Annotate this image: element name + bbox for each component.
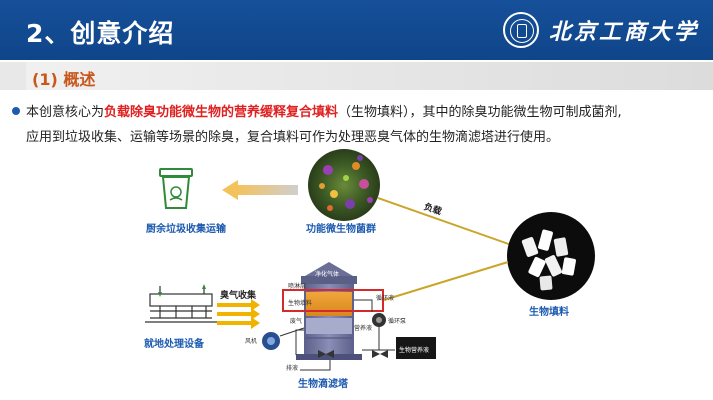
filler-label: 生物填料 (529, 307, 569, 318)
section-accent (0, 62, 26, 90)
transfer-arrow (222, 180, 298, 200)
bio-filler-image (507, 212, 595, 300)
recycle-label: 循环液 (376, 295, 395, 302)
overview-line-1: 本创意核心为负载除臭功能微生物的营养缓释复合填料（生物填料），其中的除臭功能微生… (12, 100, 707, 125)
slide-title: 2、创意介绍 (26, 19, 175, 48)
section-bar: (1) 概述 (0, 62, 713, 90)
fan-label: 风机 (245, 338, 258, 345)
onsite-device-icon (145, 286, 217, 323)
odor-arrows (217, 299, 260, 329)
filler-link-line (383, 261, 509, 301)
university-logo: 北京工商大学 (502, 9, 699, 51)
fan-icon (262, 327, 305, 350)
overview-paragraph: 本创意核心为负载除臭功能微生物的营养缓释复合填料（生物填料），其中的除臭功能微生… (12, 100, 707, 150)
drain-label: 排液 (286, 365, 299, 372)
biotrickling-tower-image (296, 262, 362, 360)
valve-icons (318, 350, 388, 358)
tower-top-text: 净化气体 (315, 271, 340, 278)
tower-intake-label: 废气 (290, 318, 303, 325)
tower-spray-label: 喷淋层 (288, 283, 307, 290)
body-highlight: 负载除臭功能微生物的营养缓释复合填料 (104, 105, 339, 120)
body-line-2: 应用到垃圾收集、运输等场景的除臭，复合填料可作为处理恶臭气体的生物滴滤塔进行使用… (26, 130, 560, 145)
body-suffix: （生物填料），其中的除臭功能微生物可制成菌剂, (338, 105, 622, 120)
slide-header: 2、创意介绍 北京工商大学 (0, 0, 713, 60)
tank-label: 营养液 (354, 325, 373, 332)
packing-highlight-box (282, 289, 384, 312)
bullet-icon (12, 107, 20, 115)
trash-label: 厨余垃圾收集运输 (146, 224, 226, 235)
tower-label: 生物滴滤塔 (298, 379, 348, 390)
body-prefix: 本创意核心为 (26, 105, 105, 120)
microbe-label: 功能微生物菌群 (306, 224, 376, 235)
nutrient-tank (396, 337, 436, 359)
tower-packing-label: 生物填料 (288, 300, 313, 307)
university-name: 北京工商大学 (548, 19, 699, 45)
pump-icon (372, 313, 386, 350)
odor-label: 臭气收集 (220, 291, 257, 301)
tower-piping (295, 299, 395, 371)
trash-bin-icon (159, 168, 193, 209)
device-label: 就地处理设备 (144, 339, 204, 350)
tank-text: 生物营养液 (399, 347, 430, 354)
microbe-cluster-image (308, 149, 380, 221)
pump-label: 循环泵 (388, 318, 407, 325)
university-seal-icon (502, 12, 539, 48)
load-line (377, 197, 521, 249)
section-title: (1) 概述 (32, 70, 96, 89)
